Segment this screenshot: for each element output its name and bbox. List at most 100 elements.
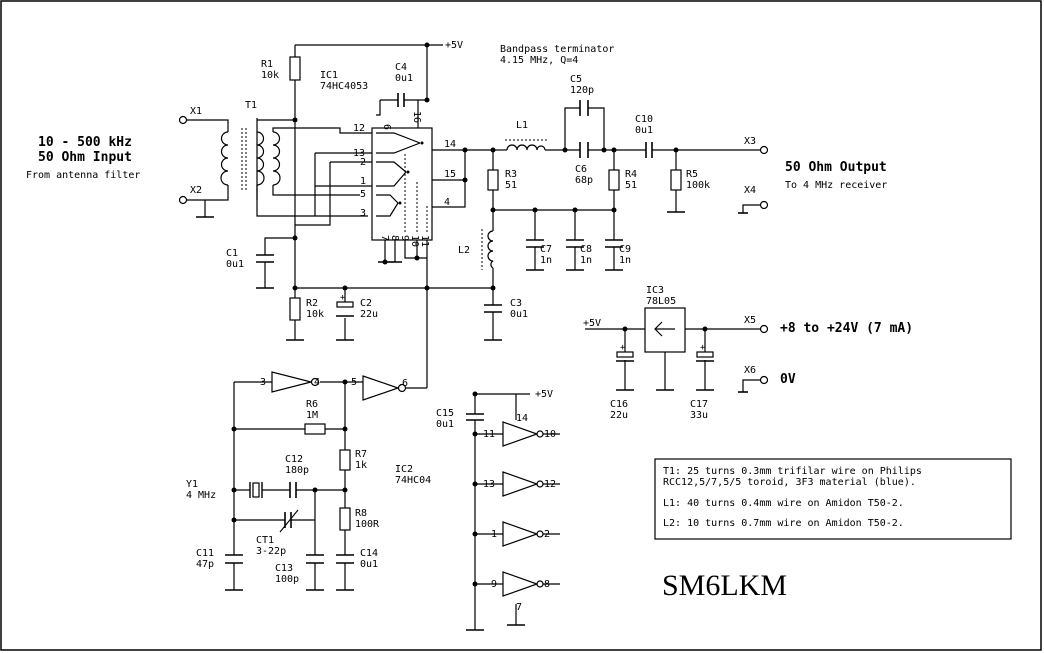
polarity-marks: + + + [340,293,706,353]
ic2-pin: 11 [483,429,495,440]
c9-val: 1n [619,255,631,266]
ic1-pin: 13 [353,148,365,159]
ic1-pin: 2 [360,157,366,168]
ic1-pin: 16 [411,111,422,123]
transformer-t1 [220,128,295,200]
c13-ref: C13 [275,563,293,574]
c10-ref: C10 [635,114,653,125]
r8-val: 100R [355,519,380,530]
ground-label: 0V [780,372,796,387]
r7-ref: R7 [355,449,367,460]
c4-val: 0u1 [395,73,413,84]
ic2-pin: 2 [544,529,550,540]
c5-val: 120p [570,85,594,96]
r5-val: 100k [686,180,710,191]
ic2-pin: 9 [491,579,497,590]
c14-ref: C14 [360,548,378,559]
note-t1b: RCC12,5/7,5/5 toroid, 3F3 material (blue… [663,477,916,488]
ground-symbols [196,211,748,631]
ct1-ref: CT1 [256,535,274,546]
ct1-val: 3-22p [256,546,286,557]
c5-ref: C5 [570,74,582,85]
l1-label: L1 [516,120,528,131]
crystal-val: 4 MHz [186,490,216,501]
resistors [289,56,682,531]
ic1-mux [371,127,433,241]
svg-text:+: + [340,293,346,303]
c4-ref: C4 [395,62,407,73]
r2-ref: R2 [306,298,318,309]
ic2-pin: 13 [483,479,495,490]
c3-val: 0u1 [510,309,528,320]
connector-x2: X2 [190,185,202,196]
connector-terminals [178,115,769,385]
c1-ref: C1 [226,248,238,259]
connector-x1: X1 [190,106,202,117]
svg-text:+: + [620,343,626,353]
power-label: +8 to +24V (7 mA) [780,321,913,336]
ic1-pin: 8 [389,235,400,241]
c12-val: 180p [285,465,309,476]
ic1-pin: 4 [444,197,450,208]
ic1-part: 74HC4053 [320,81,368,92]
r8-ref: R8 [355,508,367,519]
inductors [481,139,547,270]
r4-ref: R4 [625,169,637,180]
capacitors [225,93,714,564]
input-line2: 50 Ohm Input [38,150,132,165]
r5-ref: R5 [686,169,698,180]
r7-val: 1k [355,460,367,471]
header-line2: 4.15 MHz, Q=4 [500,55,578,66]
r6-ref: R6 [306,399,318,410]
note-l2: L2: 10 turns 0.7mm wire on Amidon T50-2. [663,518,904,529]
c11-ref: C11 [196,548,214,559]
ic1-pin: 14 [444,139,456,150]
labels: +5V +5V +5V Bandpass terminator 4.15 MHz… [26,40,922,613]
notes-box [654,458,1012,540]
ic2-name: IC2 [395,464,413,475]
r1-val: 10k [261,70,279,81]
ic2-pin: 10 [544,429,556,440]
c15-val: 0u1 [436,419,454,430]
c14-val: 0u1 [360,559,378,570]
ic1-pin: 10 [409,235,420,247]
ic2-pin: 8 [544,579,550,590]
c6-ref: C6 [575,164,587,175]
note-l1: L1: 40 turns 0.4mm wire on Amidon T50-2. [663,498,904,509]
ic1-name: IC1 [320,70,338,81]
supply-label: +5V [583,318,601,329]
page-title: SM6LKM [662,569,787,602]
ic2-pin: 1 [491,529,497,540]
ic2-inverters [271,371,544,597]
ic3-name: IC3 [646,285,664,296]
ic2-pin: 4 [314,377,320,388]
ic1-pin: 11 [419,235,430,247]
c10-val: 0u1 [635,125,653,136]
c15-ref: C15 [436,408,454,419]
header-line1: Bandpass terminator [500,44,614,55]
ic1-pin: 12 [353,123,365,134]
crystal-ref: Y1 [186,479,198,490]
regulator-ic3 [644,307,686,353]
ic1-pin: 6 [381,124,392,130]
c8-ref: C8 [580,244,592,255]
c7-val: 1n [540,255,552,266]
note-t1a: T1: 25 turns 0.3mm trifilar wire on Phil… [663,466,922,477]
connector-x3: X3 [744,136,756,147]
ic1-pin: 5 [360,189,366,200]
crystal-y1 [249,482,263,498]
c16-ref: C16 [610,399,628,410]
wires [183,44,760,630]
r1-ref: R1 [261,59,273,70]
ic3-part: 78L05 [646,296,676,307]
connector-x6: X6 [744,365,756,376]
ic2-pin: 5 [351,377,357,388]
c2-val: 22u [360,309,378,320]
ic1-pin: 9 [399,235,410,241]
ic1-pin: 15 [444,169,456,180]
input-line1: 10 - 500 kHz [38,135,132,150]
c17-ref: C17 [690,399,708,410]
ic2-pin: 3 [260,377,266,388]
connector-x4: X4 [744,185,756,196]
